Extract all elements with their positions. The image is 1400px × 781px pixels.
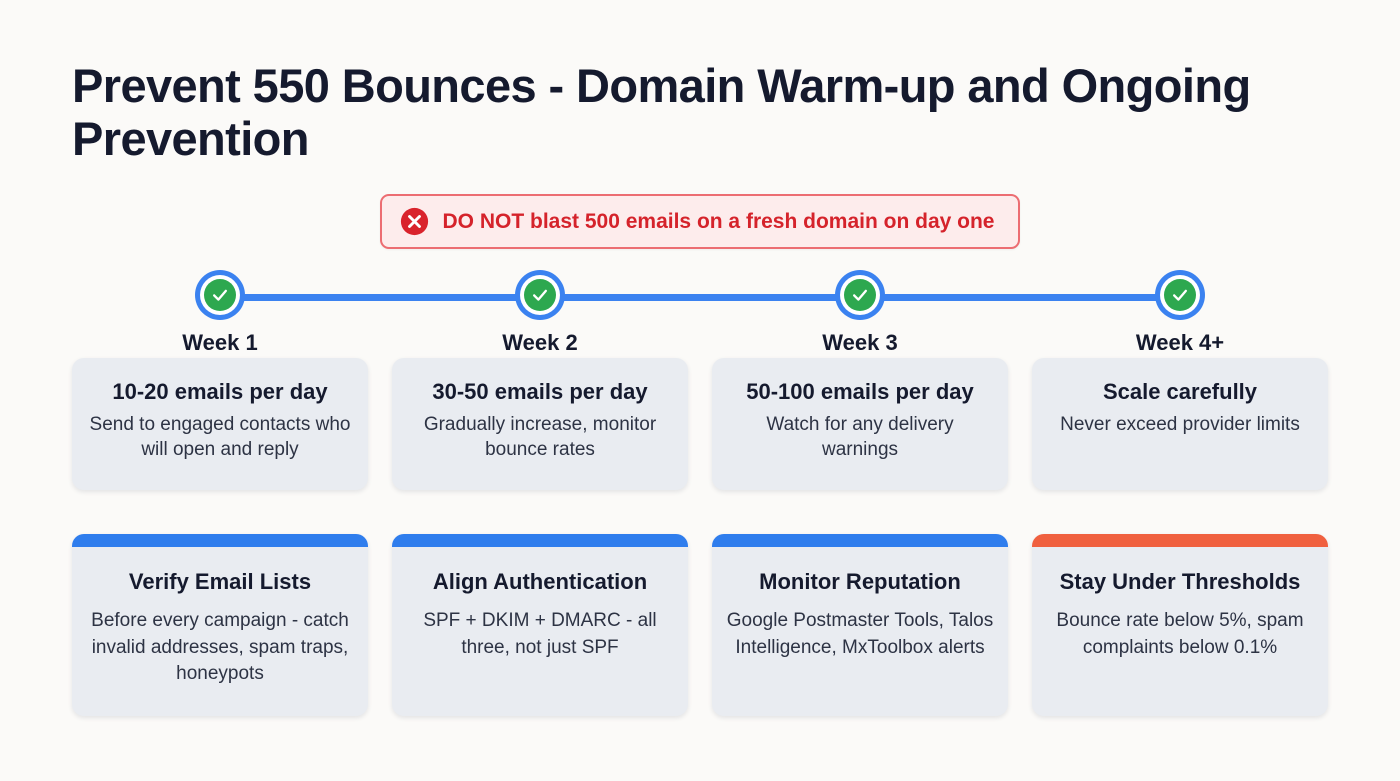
timeline-node[interactable] bbox=[835, 270, 885, 320]
week-card-desc: Watch for any delivery warnings bbox=[766, 413, 954, 460]
check-icon bbox=[853, 289, 867, 301]
practice-card: Align Authentication SPF + DKIM + DMARC … bbox=[392, 534, 688, 716]
practice-card-row: Verify Email Lists Before every campaign… bbox=[72, 534, 1328, 716]
check-icon bbox=[533, 289, 547, 301]
timeline-node[interactable] bbox=[1155, 270, 1205, 320]
practice-card-body: Verify Email Lists Before every campaign… bbox=[72, 547, 368, 705]
timeline-node-inner bbox=[1160, 275, 1200, 315]
check-icon bbox=[1173, 289, 1187, 301]
week-card-title: 30-50 emails per day bbox=[432, 379, 648, 404]
week-card-desc: Gradually increase, monitor bounce rates bbox=[423, 413, 657, 460]
practice-card-body: Monitor Reputation Google Postmaster Too… bbox=[712, 547, 1008, 679]
week-card: Scale carefully Never exceed provider li… bbox=[1032, 358, 1328, 490]
timeline-node-inner bbox=[520, 275, 560, 315]
week-card-desc: Never exceed provider limits bbox=[1060, 413, 1300, 435]
practice-card-title: Stay Under Thresholds bbox=[1059, 569, 1301, 594]
practice-card-title: Monitor Reputation bbox=[759, 569, 961, 594]
timeline-node-core bbox=[1164, 279, 1196, 311]
week-card: 10-20 emails per day Send to engaged con… bbox=[72, 358, 368, 490]
timeline-label-week-4: Week 4+ bbox=[1135, 330, 1225, 355]
week-card: 30-50 emails per day Gradually increase,… bbox=[392, 358, 688, 490]
timeline-label-week-3: Week 3 bbox=[822, 330, 898, 355]
timeline bbox=[0, 270, 1400, 322]
timeline-node-inner bbox=[200, 275, 240, 315]
practice-card-body: Align Authentication SPF + DKIM + DMARC … bbox=[392, 547, 688, 679]
practice-card-accent-bar bbox=[392, 534, 688, 547]
timeline-node-core bbox=[844, 279, 876, 311]
timeline-node-core bbox=[204, 279, 236, 311]
practice-card: Stay Under Thresholds Bounce rate below … bbox=[1032, 534, 1328, 716]
page-title: Prevent 550 Bounces - Domain Warm-up and… bbox=[72, 59, 1251, 165]
practice-card-title: Align Authentication bbox=[432, 569, 648, 594]
check-icon bbox=[213, 289, 227, 301]
practice-card-desc: Bounce rate below 5%, spam complaints be… bbox=[1056, 610, 1304, 658]
timeline-node-inner bbox=[840, 275, 880, 315]
warning-banner: DO NOT blast 500 emails on a fresh domai… bbox=[379, 194, 1021, 249]
timeline-node[interactable] bbox=[515, 270, 565, 320]
timeline-line bbox=[220, 294, 1180, 301]
week-card-title: 10-20 emails per day bbox=[112, 379, 328, 404]
timeline-label-week-1: Week 1 bbox=[182, 330, 258, 355]
practice-card-accent-bar bbox=[72, 534, 368, 547]
practice-card-body: Stay Under Thresholds Bounce rate below … bbox=[1032, 547, 1328, 679]
practice-card-accent-bar bbox=[1032, 534, 1328, 547]
practice-card-desc: Google Postmaster Tools, Talos Intellige… bbox=[726, 610, 994, 658]
practice-card-desc: SPF + DKIM + DMARC - all three, not just… bbox=[423, 610, 657, 658]
practice-card-desc: Before every campaign - catch invalid ad… bbox=[91, 610, 349, 684]
week-card-row: 10-20 emails per day Send to engaged con… bbox=[72, 358, 1328, 490]
timeline-label-row: Week 1 Week 2 Week 3 Week 4+ bbox=[72, 330, 1328, 356]
error-circle-x-icon bbox=[400, 207, 428, 236]
timeline-node[interactable] bbox=[195, 270, 245, 320]
warning-text: DO NOT blast 500 emails on a fresh domai… bbox=[442, 209, 995, 233]
week-card-title: Scale carefully bbox=[1102, 379, 1258, 404]
practice-card: Monitor Reputation Google Postmaster Too… bbox=[712, 534, 1008, 716]
practice-card-accent-bar bbox=[712, 534, 1008, 547]
timeline-node-core bbox=[524, 279, 556, 311]
practice-card-title: Verify Email Lists bbox=[128, 569, 312, 594]
timeline-label-week-2: Week 2 bbox=[502, 330, 578, 355]
practice-card: Verify Email Lists Before every campaign… bbox=[72, 534, 368, 716]
warning-banner-wrapper: DO NOT blast 500 emails on a fresh domai… bbox=[0, 194, 1400, 249]
week-card: 50-100 emails per day Watch for any deli… bbox=[712, 358, 1008, 490]
week-card-title: 50-100 emails per day bbox=[746, 379, 974, 404]
week-card-desc: Send to engaged contacts who will open a… bbox=[89, 413, 351, 460]
